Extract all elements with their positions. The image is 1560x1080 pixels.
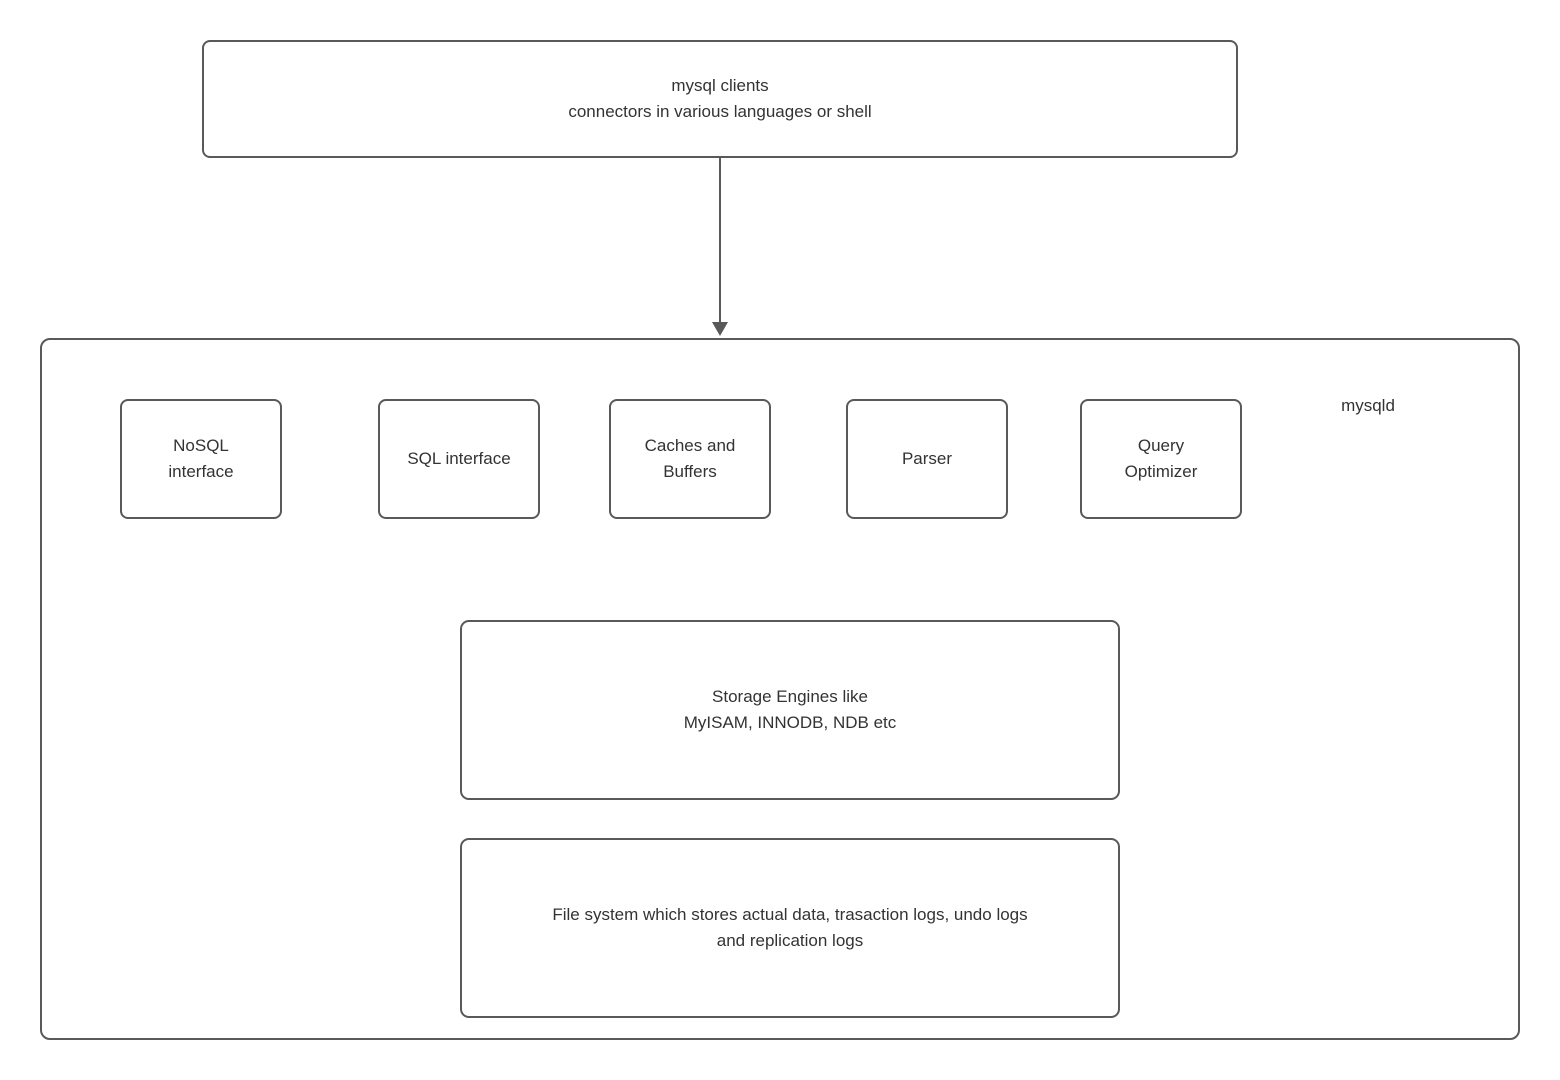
node-mysql-clients: mysql clients connectors in various lang…	[202, 40, 1238, 158]
node-query-optimizer-line1: Query	[1137, 435, 1185, 455]
node-sql-interface-line1: SQL interface	[407, 448, 511, 468]
node-storage-engines-line1: Storage Engines like	[712, 686, 868, 706]
node-caches-and-buffers-line1: Caches and	[644, 435, 736, 455]
arrow-down-icon	[712, 322, 728, 336]
node-nosql-interface-line1: NoSQL	[173, 435, 229, 455]
node-storage-engines: Storage Engines like MyISAM, INNODB, NDB…	[460, 620, 1120, 800]
node-mysql-clients-line1: mysql clients	[671, 75, 769, 95]
mysqld-label: mysqld	[1341, 396, 1395, 415]
node-file-system-line1: File system which stores actual data, tr…	[552, 904, 1028, 924]
node-caches-and-buffers-line2: Buffers	[663, 462, 717, 481]
node-query-optimizer-line2: Optimizer	[1124, 462, 1198, 481]
node-query-optimizer: Query Optimizer	[1080, 399, 1242, 519]
node-caches-and-buffers: Caches and Buffers	[609, 399, 771, 519]
node-storage-engines-line2: MyISAM, INNODB, NDB etc	[683, 713, 897, 732]
node-parser-line1: Parser	[901, 448, 953, 468]
arrow-connector-line	[719, 158, 721, 322]
node-nosql-interface-line2: interface	[168, 462, 234, 481]
node-file-system: File system which stores actual data, tr…	[460, 838, 1120, 1018]
node-mysql-clients-line2: connectors in various languages or shell	[568, 102, 872, 121]
node-parser: Parser	[846, 399, 1008, 519]
node-nosql-interface: NoSQL interface	[120, 399, 282, 519]
node-sql-interface: SQL interface	[378, 399, 540, 519]
node-file-system-line2: and replication logs	[716, 931, 864, 950]
